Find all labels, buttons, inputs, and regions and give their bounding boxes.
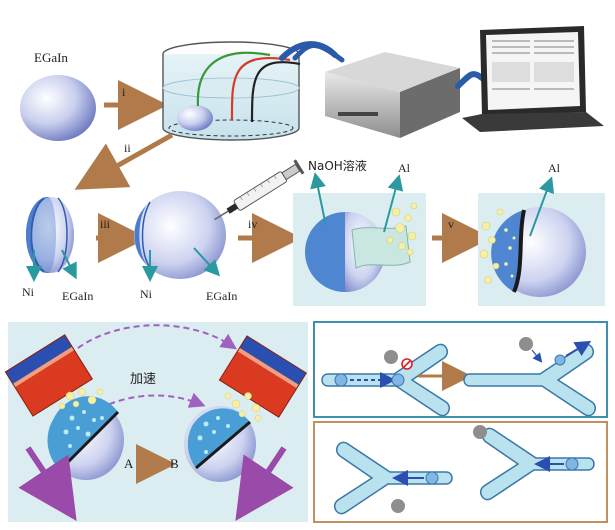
label-step-v: v [448, 217, 454, 231]
laptop [462, 26, 604, 132]
panel-janus-droplet [478, 193, 605, 306]
egain-droplet [20, 75, 96, 141]
beaker [162, 41, 301, 141]
droplet-ni-coated-b [134, 191, 226, 279]
panel-naoh-al [293, 193, 426, 306]
label-al-v: Al [548, 161, 561, 175]
top-panel: EGaIn i [20, 26, 605, 306]
prohibit-icon [401, 358, 413, 370]
label-step-iv: iv [248, 217, 257, 231]
syringe-icon [214, 159, 305, 221]
label-step-iii: iii [100, 217, 111, 231]
label-b: B [170, 456, 179, 471]
bottom-right-top-panel [313, 321, 608, 418]
dashed-path-lower [99, 392, 206, 409]
label-egain-b: EGaIn [206, 289, 237, 303]
label-a: A [124, 456, 134, 471]
label-egain-droplet: EGaIn [34, 50, 68, 65]
magnet-left [4, 334, 93, 417]
bottom-right-bottom-panel [313, 421, 608, 523]
dashed-path-upper [77, 324, 237, 350]
label-egain-a: EGaIn [62, 289, 93, 303]
arrow-step-ii [74, 132, 174, 190]
bottom-left-panel: 加速 [4, 322, 308, 522]
potentiostat [325, 52, 460, 138]
arrow-purple-right [235, 446, 294, 521]
label-al-iv: Al [398, 161, 411, 175]
label-ni-a: Ni [22, 285, 35, 299]
label-naoh: NaOH溶液 [308, 158, 367, 173]
arrow-purple-left [18, 446, 77, 521]
label-accelerate: 加速 [130, 372, 156, 387]
label-step-ii: ii [124, 141, 131, 155]
label-step-i: i [122, 85, 126, 99]
cable-box-laptop [455, 71, 485, 89]
magnet-right [218, 335, 307, 418]
label-ni-b: Ni [140, 287, 153, 301]
